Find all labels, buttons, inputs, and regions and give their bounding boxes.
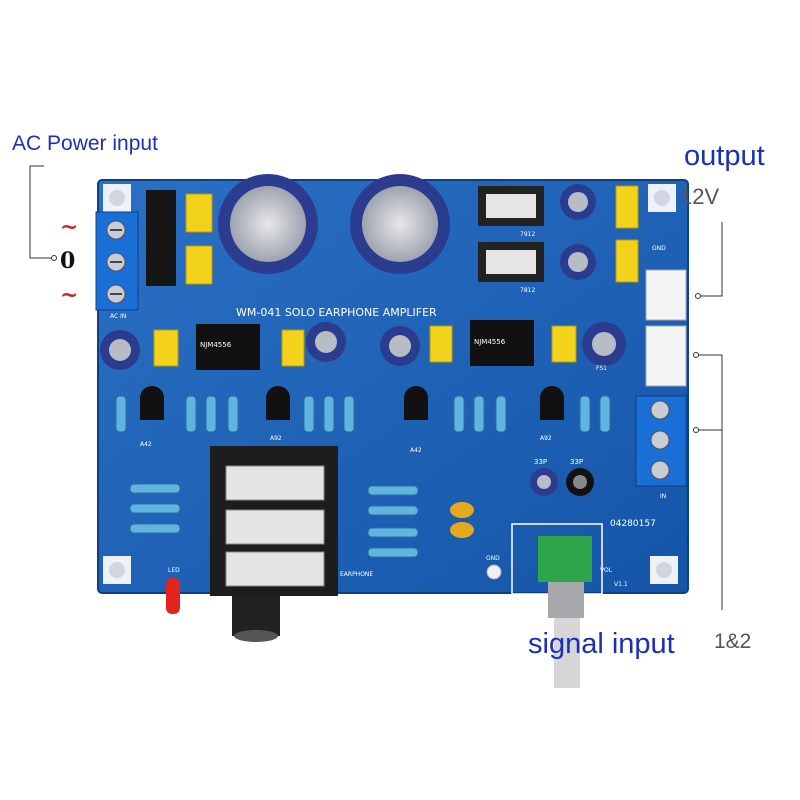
signal-input-terminal (635, 395, 687, 487)
mark-7812: 7812 (520, 287, 535, 294)
output-label: output (684, 140, 765, 172)
resistor-array (115, 395, 611, 558)
ic-left-label: NJM4556 (200, 341, 232, 349)
board-title: WM-041 SOLO EARPHONE AMPLIFER (236, 306, 437, 319)
mark-gnd-top: GND (652, 245, 666, 252)
output-connectors (645, 269, 687, 387)
mark-gnd-bottom: GND (486, 555, 500, 562)
op-amp-chips (196, 320, 534, 370)
mark-a42-right: A42 (410, 447, 422, 454)
voltage-regulators (478, 186, 544, 282)
mark-in: IN (660, 493, 666, 500)
headphone-jack (210, 446, 338, 642)
mark-version: V1.1 (614, 581, 628, 588)
filter-capacitors (218, 174, 450, 274)
volume-potentiometer (511, 523, 603, 688)
ac-input-terminal (95, 211, 139, 311)
mark-vol: VOL (600, 567, 613, 574)
voltage-label: 12V (680, 184, 720, 209)
mark-33p-left: 33P (534, 458, 547, 466)
ac-zero-label: 0 (60, 248, 76, 274)
mark-a42-left: A42 (140, 441, 152, 448)
mark-a92-left: A92 (270, 435, 282, 442)
ic-right-label: NJM4556 (474, 338, 506, 346)
board-code: 04280157 (610, 519, 656, 529)
mark-fs1: FS1 (596, 365, 607, 372)
mark-led: LED (168, 567, 180, 574)
led (166, 578, 180, 614)
mark-earphone: EARPHONE (340, 571, 373, 578)
rectifier (146, 190, 176, 286)
mark-ac-in: AC IN (110, 313, 126, 320)
mounting-holes (103, 184, 678, 584)
ac-tilde-top-icon: ~ (60, 214, 79, 240)
channels-label: 1&2 (714, 630, 752, 653)
ac-tilde-bottom-icon: ~ (60, 282, 79, 308)
ac-power-input-label: AC Power input (12, 132, 158, 155)
signal-input-label: signal input (528, 628, 675, 660)
mark-33p-right: 33P (570, 458, 583, 466)
annotation-lines (29, 165, 723, 610)
mark-7912: 7912 (520, 231, 535, 238)
mark-a92-right: A92 (540, 435, 552, 442)
